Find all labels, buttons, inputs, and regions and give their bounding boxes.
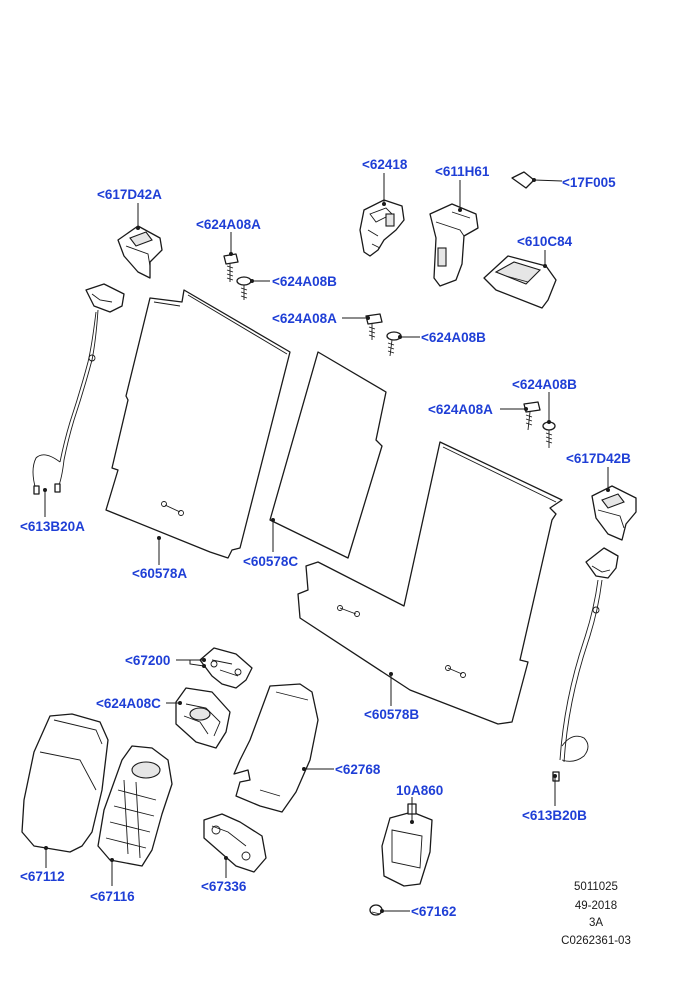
- seat-back-panel-60578a: [105, 289, 291, 559]
- callout-611h61[interactable]: <611H61: [435, 164, 490, 179]
- hinge-67336: [203, 813, 267, 873]
- seat-back-panel-60578c: [269, 351, 387, 559]
- bracket-617d42b: [591, 485, 637, 541]
- bracket-611h61: [429, 203, 479, 287]
- callout-624a08a-3[interactable]: <624A08A: [428, 402, 493, 417]
- callout-60578c[interactable]: <60578C: [243, 554, 298, 569]
- callout-67200[interactable]: <67200: [125, 653, 170, 668]
- reference-line-4: C0262361-03: [561, 935, 631, 947]
- callout-67116[interactable]: <67116: [90, 889, 135, 904]
- callout-60578a[interactable]: <60578A: [132, 566, 187, 581]
- callout-617d42a[interactable]: <617D42A: [97, 187, 162, 202]
- callout-67162[interactable]: <67162: [411, 904, 456, 919]
- reference-line-2: 49-2018: [575, 900, 617, 912]
- armrest-67112: [21, 713, 109, 853]
- armrest-frame-67116: [97, 745, 173, 867]
- tray-610c84: [483, 255, 557, 309]
- clip-67200: [199, 647, 253, 689]
- callout-617d42b[interactable]: <617D42B: [566, 451, 631, 466]
- callout-613b20a[interactable]: <613B20A: [20, 519, 85, 534]
- clip-17f005: [511, 171, 535, 189]
- release-cable-613b20b: [552, 547, 619, 782]
- callout-624a08b-2[interactable]: <624A08B: [421, 330, 486, 345]
- callout-62768[interactable]: <62768: [335, 762, 381, 777]
- bracket-617d42a: [117, 225, 163, 279]
- callout-624a08c[interactable]: <624A08C: [96, 696, 161, 711]
- callout-62418[interactable]: <62418: [362, 157, 408, 172]
- reference-block: 5011025 49-2018 3A C0262361-03: [561, 881, 631, 947]
- back-cover-62768: [233, 683, 319, 813]
- callout-67336[interactable]: <67336: [201, 879, 247, 894]
- bolt-624a08a-right: [523, 401, 541, 431]
- release-cable-613b20a: [32, 283, 125, 495]
- callout-613b20b[interactable]: <613B20B: [522, 808, 587, 823]
- bolt-624a08b-upper: [236, 276, 252, 300]
- reference-line-3: 3A: [589, 917, 603, 929]
- callout-624a08b-3[interactable]: <624A08B: [512, 377, 577, 392]
- callout-610c84[interactable]: <610C84: [517, 234, 573, 249]
- bolt-624a08a-upper: [223, 253, 239, 282]
- seat-back-panel-60578b: [297, 441, 563, 725]
- callout-labels: <62418 <611H61 <17F005 <617D42A <624A08A…: [20, 157, 631, 919]
- bolt-624a08b-right: [542, 421, 556, 448]
- leader-lines: [43, 173, 610, 913]
- callout-624a08b-1[interactable]: <624A08B: [272, 274, 337, 289]
- callout-60578b[interactable]: <60578B: [364, 707, 419, 722]
- callout-67112[interactable]: <67112: [20, 869, 65, 884]
- cupholder-624a08c: [175, 687, 231, 749]
- module-10a860: [381, 803, 433, 887]
- callout-17f005[interactable]: <17F005: [562, 175, 616, 190]
- callout-624a08a-2[interactable]: <624A08A: [272, 311, 337, 326]
- reference-line-1: 5011025: [574, 881, 618, 893]
- callout-10a860[interactable]: 10A860: [396, 783, 443, 798]
- latch-62418: [359, 199, 405, 257]
- fastener-67162: [369, 904, 383, 916]
- bolt-624a08a-middle: [365, 313, 383, 340]
- callout-624a08a-1[interactable]: <624A08A: [196, 217, 261, 232]
